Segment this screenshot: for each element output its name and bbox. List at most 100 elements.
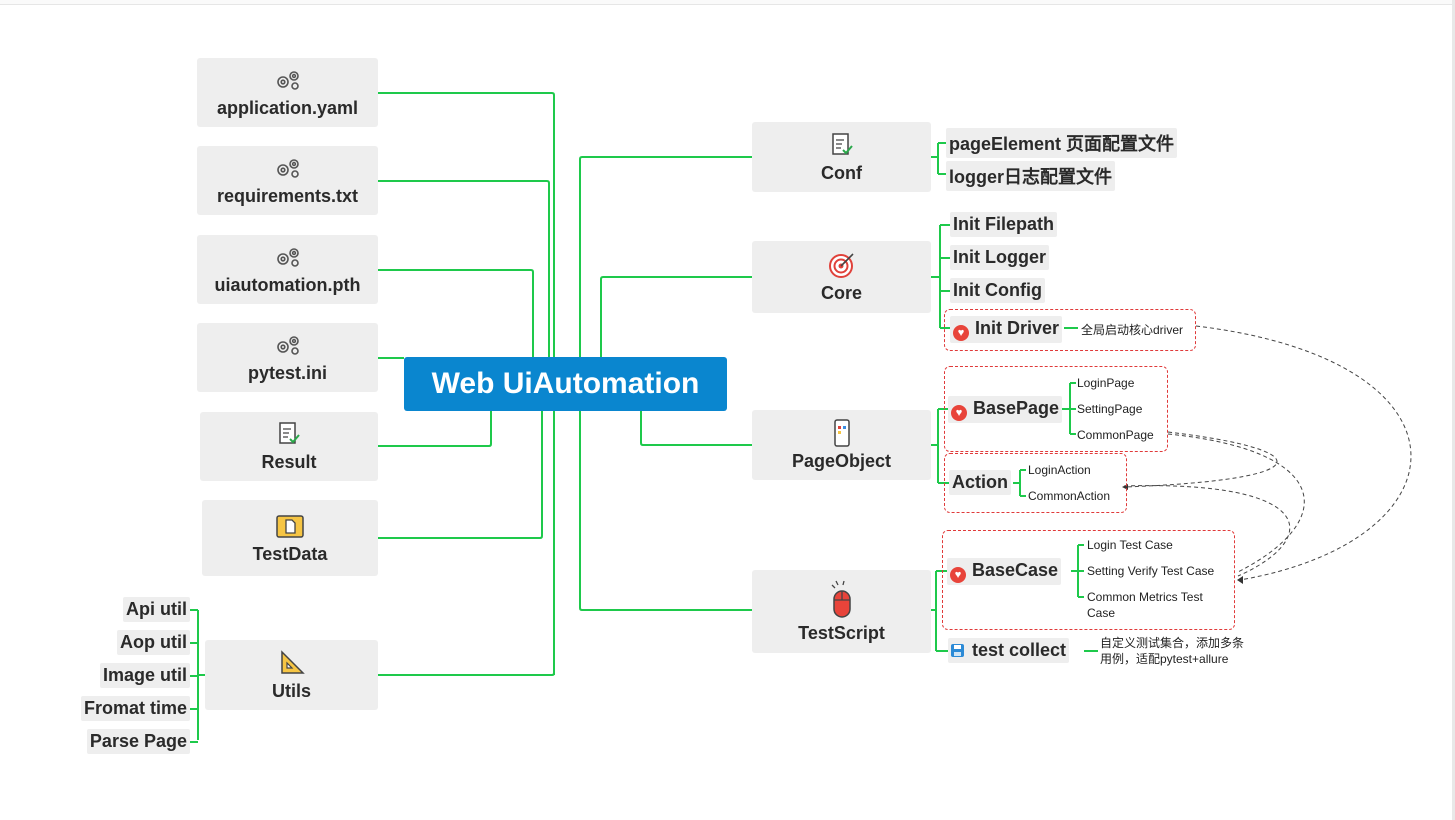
connector-core <box>600 276 752 357</box>
node-result[interactable]: Result <box>200 412 378 481</box>
connector-pageobject <box>640 411 752 446</box>
basecase-child-common-line1[interactable]: Common Metrics Test <box>1087 590 1203 604</box>
folder-document-icon <box>276 512 304 540</box>
connector-result <box>378 411 492 447</box>
utils-item-api[interactable]: Api util <box>123 597 190 622</box>
connector-core-bracket <box>931 224 950 329</box>
relation-commonpage-action <box>1123 431 1278 488</box>
node-label: pytest.ini <box>247 363 327 383</box>
connector-testscript <box>579 411 752 611</box>
init-driver-box <box>944 309 1196 351</box>
gears-icon <box>274 243 302 271</box>
relation-commonpage-basecase <box>1167 433 1305 573</box>
basecase-box <box>942 530 1235 630</box>
basepage-box <box>944 366 1168 452</box>
connector-testscript-bracket <box>931 570 948 652</box>
node-conf[interactable]: Conf <box>752 122 931 192</box>
basepage-child-commonpage[interactable]: CommonPage <box>1077 428 1154 442</box>
basecase-child-common-line2[interactable]: Case <box>1087 606 1116 620</box>
connector-conf <box>579 156 752 357</box>
node-label: uiautomation.pth <box>214 275 361 295</box>
ruler-triangle-icon <box>278 649 306 677</box>
gears-icon <box>274 154 302 182</box>
core-item-filepath[interactable]: Init Filepath <box>950 212 1057 237</box>
utils-item-aop[interactable]: Aop util <box>117 630 190 655</box>
connector-basecase-bracket <box>1071 544 1084 598</box>
node-label: TestScript <box>798 623 885 643</box>
testcollect-label: test collect <box>972 640 1067 660</box>
heart-icon: ♥ <box>950 567 966 583</box>
heart-icon: ♥ <box>953 325 969 341</box>
connector-utils <box>378 672 555 676</box>
relation-driver-basecase <box>1195 325 1412 581</box>
node-label: application.yaml <box>216 98 359 118</box>
root-node[interactable]: Web UiAutomation <box>404 357 727 411</box>
dashed-relations <box>1123 325 1412 581</box>
utils-item-time[interactable]: Fromat time <box>80 696 190 721</box>
connector-group <box>190 92 1098 743</box>
node-label: requirements.txt <box>216 186 359 206</box>
node-pageobject[interactable]: PageObject <box>752 410 931 480</box>
testcollect-node[interactable]: test collect <box>948 638 1070 663</box>
node-label: Result <box>261 452 317 472</box>
node-label: TestData <box>252 543 328 564</box>
node-label: PageObject <box>791 450 892 471</box>
node-label: Core <box>820 282 862 303</box>
connector-requirements <box>378 180 550 357</box>
node-testscript[interactable]: TestScript <box>752 570 931 653</box>
connector-utils-bracket <box>190 609 205 743</box>
testcollect-note-line2: 用例，适配pytest+allure <box>1100 652 1229 666</box>
action-box <box>944 453 1127 513</box>
connector-uiautomation <box>378 269 534 357</box>
basepage-child-settingpage[interactable]: SettingPage <box>1077 402 1143 416</box>
node-testdata[interactable]: TestData <box>202 500 378 576</box>
node-utils[interactable]: Utils <box>205 640 378 710</box>
action-node[interactable]: Action <box>949 470 1011 495</box>
floppy-disk-icon <box>951 644 964 657</box>
conf-item-pageelement[interactable]: pageElement 页面配置文件 <box>946 128 1178 158</box>
core-item-logger[interactable]: Init Logger <box>950 245 1049 270</box>
core-item-initdriver[interactable]: ♥ Init Driver <box>950 316 1063 343</box>
heart-icon: ♥ <box>951 405 967 421</box>
basepage-label: BasePage <box>973 398 1060 418</box>
connector-basepage-bracket <box>1062 382 1076 435</box>
node-pytest-ini[interactable]: pytest.ini <box>197 323 378 392</box>
top-border <box>0 0 1455 5</box>
basecase-child-login[interactable]: Login Test Case <box>1087 538 1173 552</box>
basecase-child-setting[interactable]: Setting Verify Test Case <box>1087 564 1215 578</box>
checklist-icon <box>828 131 856 159</box>
node-core[interactable]: Core <box>752 241 931 313</box>
mouse-icon <box>828 579 856 619</box>
conf-item-logger[interactable]: logger日志配置文件 <box>946 161 1116 191</box>
node-application-yaml[interactable]: application.yaml <box>197 58 378 127</box>
basepage-child-loginpage[interactable]: LoginPage <box>1077 376 1135 390</box>
core-item-config[interactable]: Init Config <box>950 278 1045 303</box>
arrowhead-1 <box>1237 576 1243 584</box>
action-child-loginaction[interactable]: LoginAction <box>1028 463 1091 477</box>
root-title: Web UiAutomation <box>431 367 700 400</box>
action-child-commonaction[interactable]: CommonAction <box>1028 489 1111 503</box>
utils-item-image[interactable]: Image util <box>99 663 190 688</box>
testcollect-note-line1: 自定义测试集合，添加多条 <box>1100 636 1245 650</box>
target-icon <box>828 251 856 279</box>
scrollbar-track[interactable] <box>1452 0 1455 820</box>
connector-application <box>378 92 555 675</box>
node-label: Utils <box>271 680 311 701</box>
gears-icon <box>274 66 302 94</box>
smartphone-icon <box>828 418 856 447</box>
connector-testdata <box>378 411 543 539</box>
node-label: Conf <box>821 162 862 183</box>
node-uiautomation-pth[interactable]: uiautomation.pth <box>197 235 378 304</box>
initdriver-note: 全局启动核心driver <box>1081 323 1184 337</box>
initdriver-label: Init Driver <box>975 318 1060 338</box>
node-requirements-txt[interactable]: requirements.txt <box>197 146 378 215</box>
gears-icon <box>274 331 302 359</box>
checklist-icon <box>275 420 303 448</box>
connector-action-bracket <box>1013 469 1026 497</box>
basecase-node[interactable]: ♥BaseCase <box>947 558 1062 585</box>
connector-pageobject-bracket <box>931 408 950 484</box>
basepage-node[interactable]: ♥ BasePage <box>948 396 1063 423</box>
connector-conf-bracket <box>931 142 946 175</box>
utils-item-parse[interactable]: Parse Page <box>86 729 190 754</box>
